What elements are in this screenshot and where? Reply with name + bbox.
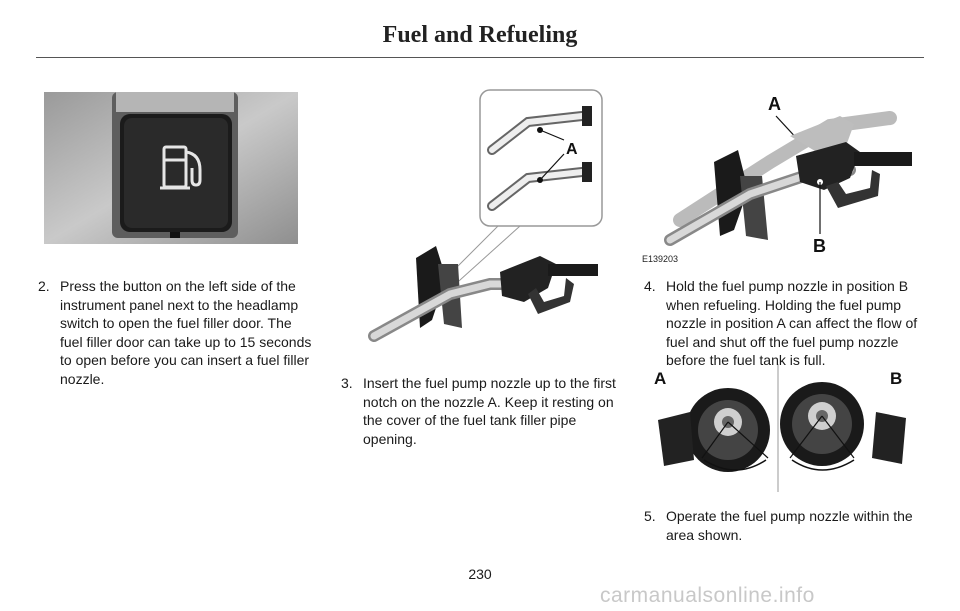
filler-cap-b <box>780 382 906 471</box>
step-5-number: 5. <box>644 508 656 524</box>
fuel-pump-icon <box>160 145 202 190</box>
page-title: Fuel and Refueling <box>382 22 578 48</box>
fuel-button-figure <box>44 92 298 244</box>
area-label-a: A <box>654 369 666 388</box>
step-2: 2. Press the button on the left side of … <box>38 277 318 388</box>
watermark: carmanualsonline.info <box>600 584 815 607</box>
step-4: 4. Hold the fuel pump nozzle in position… <box>644 277 926 370</box>
nozzle-notch-figure: A <box>368 89 603 342</box>
step-3-text: Insert the fuel pump nozzle up to the fi… <box>363 375 616 447</box>
step-5-text: Operate the fuel pump nozzle within the … <box>666 508 913 543</box>
page-number: 230 <box>468 566 492 582</box>
step-4-number: 4. <box>644 278 656 294</box>
step-3-number: 3. <box>341 375 353 391</box>
header-rule <box>36 57 924 58</box>
step-4-text: Hold the fuel pump nozzle in position B … <box>666 278 918 368</box>
step-2-text: Press the button on the left side of the… <box>60 278 312 387</box>
nozzle-position-figure: A B E139203 <box>642 94 912 264</box>
position-label-a: A <box>768 94 781 114</box>
figure-code: E139203 <box>642 254 678 264</box>
step-5: 5. Operate the fuel pump nozzle within t… <box>644 507 926 544</box>
position-label-b: B <box>813 236 826 256</box>
step-3: 3. Insert the fuel pump nozzle up to the… <box>341 374 625 448</box>
area-label-b: B <box>890 369 902 388</box>
notch-label-a: A <box>566 141 578 158</box>
step-2-number: 2. <box>38 278 50 294</box>
filler-cap-a <box>658 388 770 472</box>
operating-area-figure: A B <box>654 364 906 492</box>
